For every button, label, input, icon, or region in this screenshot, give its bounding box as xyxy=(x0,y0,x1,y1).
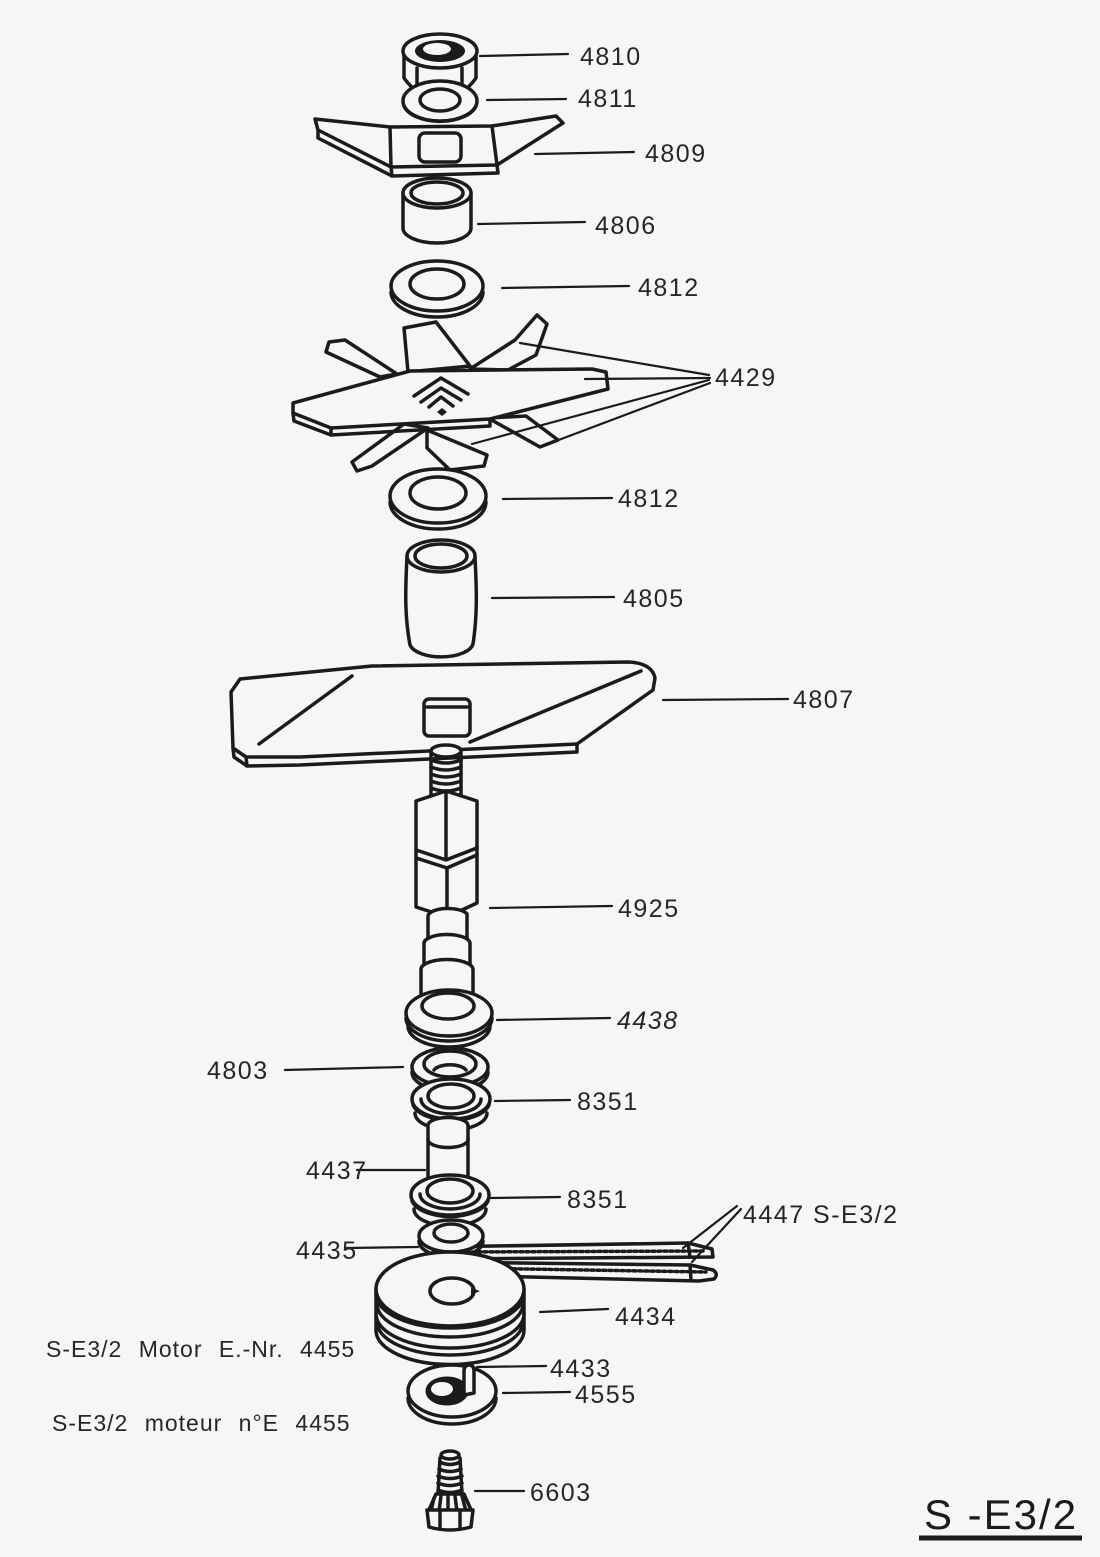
star-blade-drawing xyxy=(291,313,610,473)
part-label-star-blade: 4429 xyxy=(715,364,777,392)
part-label-pulley: 4434 xyxy=(615,1303,677,1331)
leader-4429 xyxy=(470,341,712,449)
part-label-woodruff-key: 4433 xyxy=(550,1355,612,1383)
leader-4434 xyxy=(538,1307,610,1314)
leader-4803 xyxy=(283,1065,405,1072)
leader-4433 xyxy=(475,1364,548,1369)
pulley-drawing xyxy=(374,1250,526,1367)
washer-under-nut-drawing xyxy=(401,79,479,124)
spacer-bushing-drawing xyxy=(401,176,473,245)
part-label-washer-small: 4435 xyxy=(296,1237,358,1265)
leader-4806 xyxy=(476,220,587,226)
part-label-flat-blade: 4807 xyxy=(793,686,855,714)
thrust-washer-drawing xyxy=(404,988,494,1049)
motor-washer-drawing xyxy=(406,1363,498,1426)
part-label-wing-blade: 4809 xyxy=(645,140,707,168)
leader-4435 xyxy=(345,1245,420,1250)
part-label-washer-under-nut: 4811 xyxy=(578,85,638,113)
part-labels: 4810 4811 4809 4806 4812 4429 4812 4805 … xyxy=(207,43,899,1507)
leader-4447 xyxy=(681,1204,743,1264)
leader-lines xyxy=(283,52,790,1493)
leader-4811 xyxy=(485,97,568,102)
part-label-spacer-tube: 4437 xyxy=(306,1157,368,1185)
part-label-motor-washer: 4555 xyxy=(575,1381,637,1409)
brand-emblem-icon xyxy=(412,376,470,416)
part-label-motor-bolt: 6603 xyxy=(530,1479,592,1507)
leader-8351-lower xyxy=(488,1195,562,1200)
wing-blade-drawing xyxy=(313,114,565,178)
part-label-hex-nut: 4810 xyxy=(580,43,642,71)
leader-4809 xyxy=(533,150,636,156)
leader-4555 xyxy=(501,1390,572,1395)
leader-4812-upper xyxy=(500,284,631,290)
part-label-bearing-lower: 8351 xyxy=(567,1186,629,1214)
leader-8351-upper xyxy=(493,1098,572,1103)
leader-4925 xyxy=(488,904,614,910)
drive-shaft-drawing xyxy=(414,743,479,1014)
part-label-washer-below-star: 4812 xyxy=(618,485,680,513)
part-label-spacer-sleeve: 4805 xyxy=(623,585,685,613)
part-label-spacer-bushing: 4806 xyxy=(595,212,657,240)
part-label-bearing-upper: 8351 xyxy=(577,1088,639,1116)
leader-4807 xyxy=(661,697,790,702)
leader-4438 xyxy=(495,1016,612,1022)
part-label-thrust-washer: 4438 xyxy=(617,1007,679,1035)
leader-4810 xyxy=(478,52,570,58)
washer-above-star-drawing xyxy=(389,259,485,319)
drawing-title: S -E3/2 xyxy=(924,1491,1078,1538)
leader-4805 xyxy=(490,595,616,600)
motor-note-french: S-E3/2 moteur n°E 4455 xyxy=(52,1410,351,1436)
washer-below-star-drawing xyxy=(388,467,488,531)
part-label-washer-above-star: 4812 xyxy=(638,274,700,302)
bearing-lower-drawing xyxy=(409,1173,491,1228)
motor-bolt-drawing xyxy=(425,1449,475,1532)
part-label-cup-washer: 4803 xyxy=(207,1057,269,1085)
part-label-drive-belt: 4447 S-E3/2 xyxy=(743,1201,899,1229)
woodruff-key-drawing xyxy=(462,1363,476,1397)
leader-4812-lower xyxy=(501,496,614,501)
spacer-sleeve-drawing xyxy=(404,538,479,659)
flat-blade-drawing xyxy=(229,660,657,768)
motor-note-german: S-E3/2 Motor E.-Nr. 4455 xyxy=(46,1336,355,1362)
part-label-drive-shaft: 4925 xyxy=(618,895,680,923)
